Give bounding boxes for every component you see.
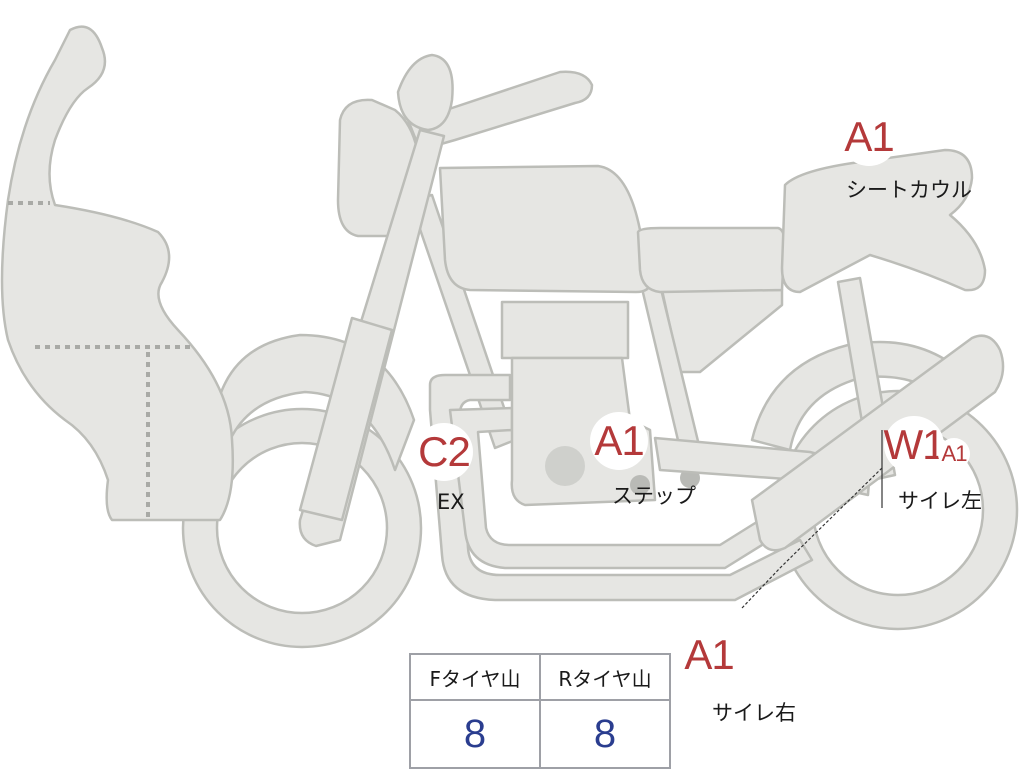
step-caption: ステップ <box>612 484 696 508</box>
step-peg-left <box>630 475 650 495</box>
front-tire-header: Fタイヤ山 <box>409 653 541 701</box>
rear-tire-header: Rタイヤ山 <box>539 653 671 701</box>
headlight <box>396 53 454 132</box>
muffler-right-caption: サイレ右 <box>712 701 796 725</box>
seat-cowl <box>780 148 987 294</box>
exhaust-pipe-upper <box>448 406 772 570</box>
muffler-left-caption: サイレ左 <box>898 489 982 513</box>
exhaust-code: C2 <box>415 423 473 481</box>
engine-cover-circle <box>545 446 585 486</box>
side-cover <box>660 288 784 374</box>
rear-tire-value: 8 <box>539 699 671 769</box>
step-code: A1 <box>590 412 648 470</box>
front-fairing <box>0 25 235 522</box>
muffler-right-code: A1 <box>680 626 738 684</box>
fork-cover <box>298 316 394 522</box>
engine-cylinder <box>500 300 630 360</box>
front-wheel <box>181 407 423 649</box>
seat-cowl-caption: シートカウル <box>846 178 972 202</box>
exhaust-caption: EX <box>437 490 465 514</box>
seat <box>636 226 786 294</box>
muffler-left-code: W1 <box>884 416 946 474</box>
muffler <box>750 334 1005 552</box>
leader-line-muffler-right <box>741 467 883 609</box>
seat-cowl-code: A1 <box>840 108 898 166</box>
tire-tread-table: Fタイヤ山 Rタイヤ山 8 8 <box>409 653 671 769</box>
muffler-left-code-extra: A1 <box>938 438 970 470</box>
fuel-tank <box>438 164 652 294</box>
exhaust-pipe-lower <box>428 373 814 602</box>
handlebar <box>406 70 594 152</box>
front-tire-value: 8 <box>409 699 541 769</box>
